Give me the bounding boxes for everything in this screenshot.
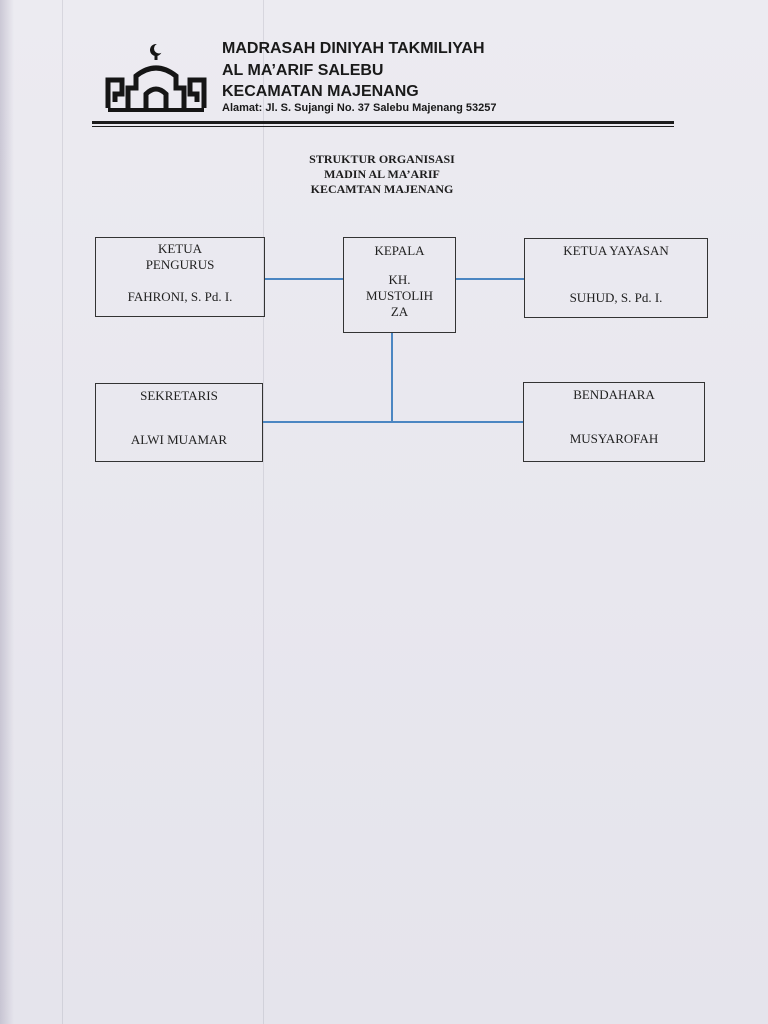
school-branch: AL MA’ARIF SALEBU <box>222 62 384 79</box>
fold-line <box>62 0 63 1024</box>
connector-line <box>265 278 344 280</box>
org-box-ketua-yayasan: KETUA YAYASAN SUHUD, S. Pd. I. <box>524 238 708 318</box>
mosque-crescent-icon <box>105 43 207 112</box>
document-subtitle: MADIN AL MA’ARIF <box>324 167 440 181</box>
document-subtitle: KECAMTAN MAJENANG <box>310 182 454 196</box>
role-label: PENGURUS <box>145 257 215 272</box>
org-box-sekretaris: SEKRETARIS ALWI MUAMAR <box>95 383 263 462</box>
letterhead-rule <box>92 121 674 124</box>
school-address: Alamat: Jl. S. Sujangi No. 37 Salebu Maj… <box>222 102 497 114</box>
org-box-bendahara: BENDAHARA MUSYAROFAH <box>523 382 705 462</box>
person-name: FAHRONI, S. Pd. I. <box>127 289 233 304</box>
role-label: KEPALA <box>374 243 425 258</box>
person-name: MUSYAROFAH <box>569 431 659 446</box>
letterhead-rule <box>92 126 674 127</box>
role-label: KETUA <box>157 241 203 256</box>
person-name: ZA <box>390 304 409 319</box>
person-name: KH. <box>388 272 411 287</box>
role-label: SEKRETARIS <box>140 388 218 403</box>
org-box-ketua-pengurus: KETUA PENGURUS FAHRONI, S. Pd. I. <box>95 237 265 317</box>
paper-edge-shadow <box>0 0 14 1024</box>
connector-line <box>262 421 524 423</box>
org-box-kepala: KEPALA KH. MUSTOLIH ZA <box>343 237 456 333</box>
person-name: ALWI MUAMAR <box>130 432 228 447</box>
connector-line <box>391 332 393 422</box>
school-district: KECAMATAN MAJENANG <box>222 83 419 100</box>
role-label: KETUA YAYASAN <box>563 243 669 258</box>
role-label: BENDAHARA <box>573 387 655 402</box>
fold-line <box>263 0 264 1024</box>
person-name: MUSTOLIH <box>366 288 433 303</box>
connector-line <box>455 278 525 280</box>
person-name: SUHUD, S. Pd. I. <box>569 290 663 305</box>
school-name: MADRASAH DINIYAH TAKMILIYAH <box>222 40 485 57</box>
document-title: STRUKTUR ORGANISASI <box>309 152 455 166</box>
